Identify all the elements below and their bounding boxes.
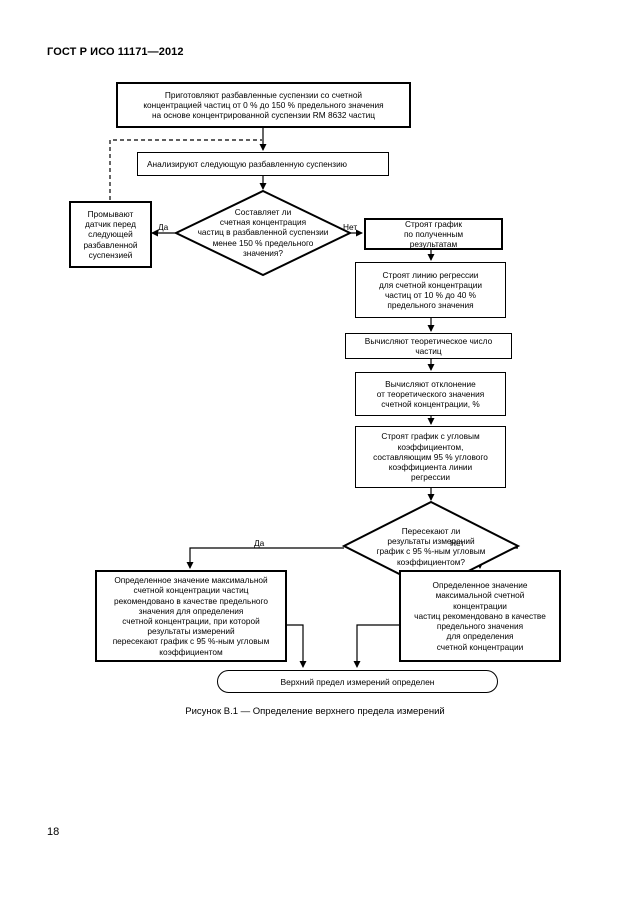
figure-caption: Рисунок В.1 — Определение верхнего преде… <box>185 706 445 717</box>
page-number: 18 <box>47 826 60 838</box>
document-header: ГОСТ Р ИСО 11171—2012 <box>47 46 184 58</box>
analyze-step: Анализируют следующую разбавленную суспе… <box>137 152 389 176</box>
decision2-text: Пересекают ли результаты измерений графи… <box>376 526 486 567</box>
regression-step: Строят линию регрессии для счетной конце… <box>355 262 506 318</box>
deviation-step: Вычисляют отклонение от теоретического з… <box>355 372 506 416</box>
plot-results-step: Строят график по полученным результатам <box>364 218 503 250</box>
prepare-step: Приготовляют разбавленные суспензии со с… <box>116 82 411 128</box>
theoretical-step: Вычисляют теоретическое число частиц <box>345 333 512 359</box>
yes-label-2: Да <box>254 538 265 548</box>
decision1-diamond <box>173 189 353 277</box>
result-yes-box: Определенное значение максимальной счетн… <box>95 570 287 662</box>
flush-step: Промывают датчик перед следующей разбавл… <box>69 201 152 268</box>
slope-plot-step: Строят график с угловым коэффициентом, с… <box>355 426 506 488</box>
result-no-box: Определенное значение максимальной счетн… <box>399 570 561 662</box>
decision1-text: Составляет ли счетная концентрация части… <box>197 207 329 258</box>
no-label-2: Нет <box>450 538 465 548</box>
end-terminal: Верхний предел измерений определен <box>217 670 498 693</box>
yes-label-1: Да <box>158 222 169 232</box>
no-label-1: Нет <box>343 222 358 232</box>
